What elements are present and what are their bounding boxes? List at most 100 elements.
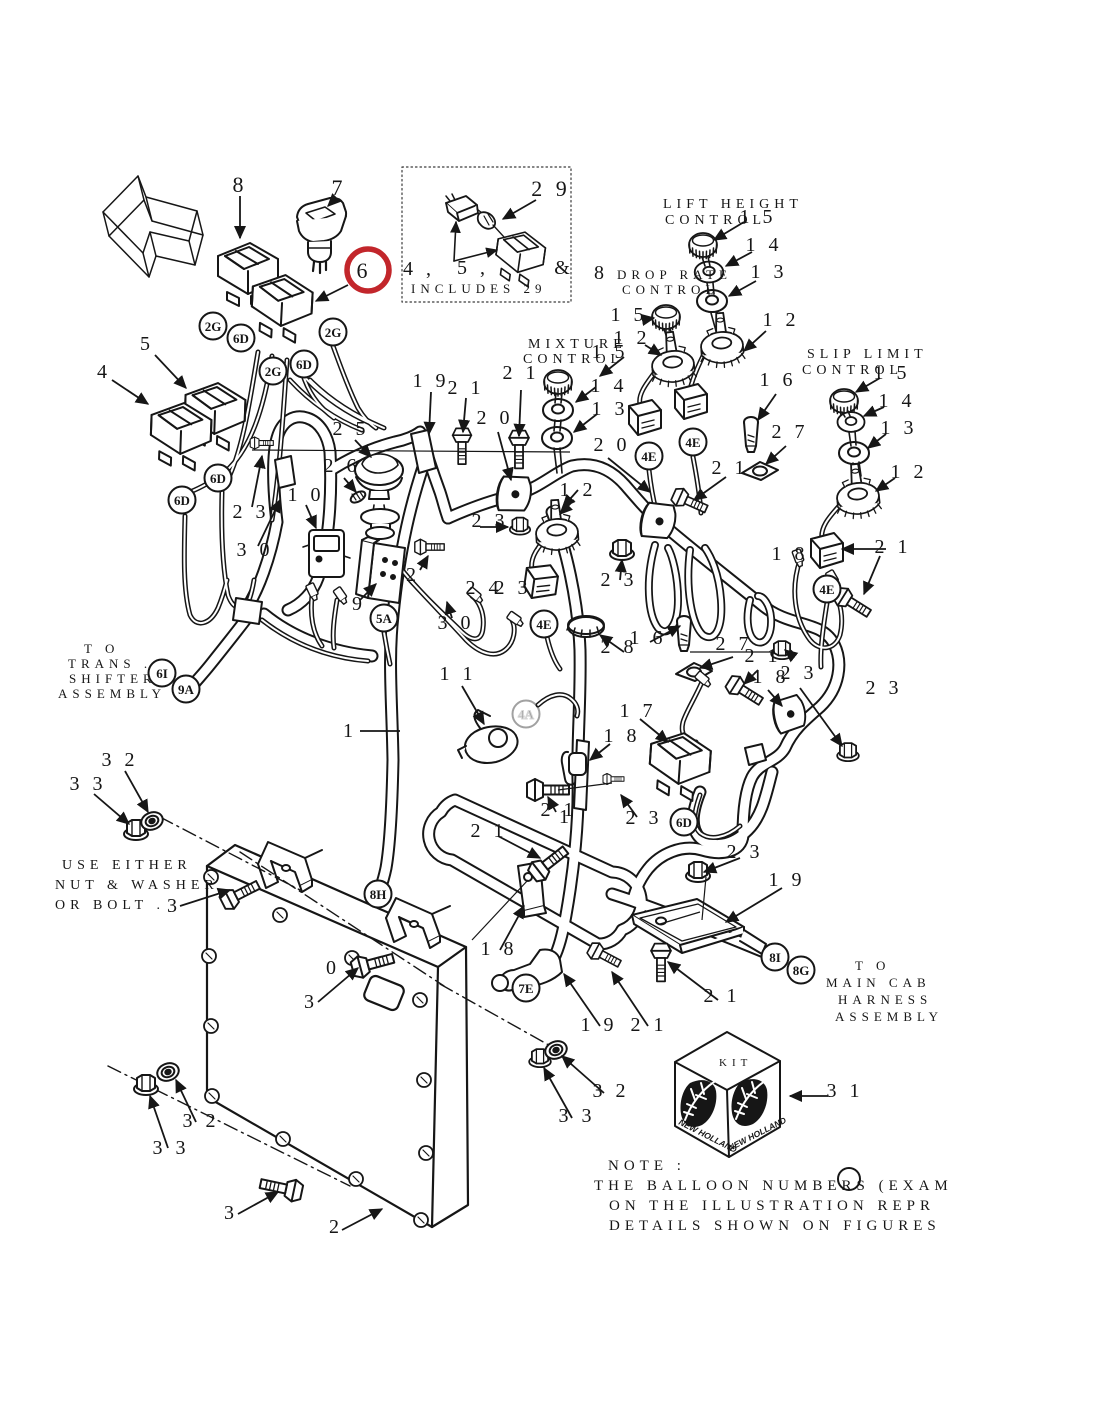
svg-text:3 0: 3 0 <box>438 612 475 634</box>
svg-text:1: 1 <box>559 806 573 828</box>
svg-text:NOTE :: NOTE : <box>608 1158 686 1174</box>
svg-text:SHIFTER: SHIFTER <box>69 671 157 686</box>
svg-text:1 3: 1 3 <box>751 261 788 283</box>
svg-text:9A: 9A <box>178 682 195 697</box>
svg-text:4E: 4E <box>536 617 551 632</box>
svg-text:1 8: 1 8 <box>604 725 641 747</box>
svg-text:2 7: 2 7 <box>716 633 753 655</box>
svg-text:4E: 4E <box>641 449 656 464</box>
svg-text:1 6: 1 6 <box>630 627 667 649</box>
svg-text:2 3: 2 3 <box>626 807 663 829</box>
svg-text:8I: 8I <box>769 950 781 965</box>
svg-text:MIXTURE: MIXTURE <box>528 337 627 352</box>
svg-text:2 1: 2 1 <box>448 377 485 399</box>
svg-text:2 1: 2 1 <box>875 536 912 558</box>
svg-text:2 1: 2 1 <box>503 362 540 384</box>
svg-text:4E: 4E <box>685 435 700 450</box>
svg-text:6D: 6D <box>174 493 190 508</box>
svg-text:5: 5 <box>140 333 154 355</box>
svg-text:1 5: 1 5 <box>592 341 629 363</box>
svg-text:4E: 4E <box>819 582 834 597</box>
svg-text:2G: 2G <box>265 364 282 379</box>
svg-text:1 4: 1 4 <box>879 390 916 412</box>
svg-text:2 3: 2 3 <box>601 569 638 591</box>
svg-text:0: 0 <box>326 957 340 979</box>
svg-text:2 1: 2 1 <box>704 985 741 1007</box>
svg-text:OR BOLT .: OR BOLT . <box>55 898 165 913</box>
svg-text:6D: 6D <box>210 471 226 486</box>
svg-text:2 0: 2 0 <box>477 407 514 429</box>
svg-text:3 2: 3 2 <box>102 749 139 771</box>
svg-text:2 1: 2 1 <box>631 1014 668 1036</box>
svg-text:KIT: KIT <box>719 1057 752 1069</box>
svg-text:1 9: 1 9 <box>581 1014 618 1036</box>
svg-text:6: 6 <box>357 258 372 283</box>
svg-text:2 3: 2 3 <box>866 677 903 699</box>
svg-text:1 2: 1 2 <box>614 327 651 349</box>
svg-text:2 1: 2 1 <box>541 799 578 821</box>
svg-text:3 3: 3 3 <box>559 1105 596 1127</box>
svg-text:MAIN CAB: MAIN CAB <box>826 975 931 990</box>
svg-text:6I: 6I <box>156 666 168 681</box>
svg-text:SLIP LIMIT: SLIP LIMIT <box>807 347 928 362</box>
svg-text:2 8: 2 8 <box>601 636 638 658</box>
svg-text:1 5: 1 5 <box>740 206 777 228</box>
svg-text:4 ,: 4 , <box>403 258 435 280</box>
svg-text:2 1: 2 1 <box>745 645 782 667</box>
svg-text:LIFT HEIGHT: LIFT HEIGHT <box>663 197 803 212</box>
svg-text:2 4: 2 4 <box>466 577 503 599</box>
svg-text:NUT & WASHER: NUT & WASHER <box>55 878 219 893</box>
svg-text:1 4: 1 4 <box>746 234 783 256</box>
svg-text:ASSEMBLY: ASSEMBLY <box>835 1009 943 1024</box>
svg-text:CONTROL: CONTROL <box>802 363 903 378</box>
svg-text:3 0: 3 0 <box>237 539 274 561</box>
svg-text:DETAILS SHOWN ON FIGURES: DETAILS SHOWN ON FIGURES <box>609 1218 941 1234</box>
svg-text:T O: T O <box>855 958 890 973</box>
svg-text:2 3: 2 3 <box>472 510 509 532</box>
svg-text:2: 2 <box>329 1216 343 1238</box>
svg-text:1 5: 1 5 <box>874 362 911 384</box>
svg-text:1 0: 1 0 <box>288 484 325 506</box>
svg-text:CONTROL: CONTROL <box>523 352 624 367</box>
svg-text:2 7: 2 7 <box>772 421 809 443</box>
svg-text:1 6: 1 6 <box>760 369 797 391</box>
svg-text:7: 7 <box>332 175 347 200</box>
svg-text:CONTROL: CONTROL <box>622 282 718 297</box>
svg-text:5 ,: 5 , <box>457 257 489 279</box>
svg-text:&: & <box>554 257 574 279</box>
svg-text:3 2: 3 2 <box>183 1110 220 1132</box>
svg-text:1 1: 1 1 <box>440 663 477 685</box>
svg-text:3: 3 <box>167 895 181 917</box>
svg-text:5A: 5A <box>376 611 393 626</box>
svg-text:2G: 2G <box>325 325 342 340</box>
svg-text:3: 3 <box>304 991 318 1013</box>
svg-text:2 3: 2 3 <box>727 841 764 863</box>
svg-text:USE EITHER: USE EITHER <box>62 858 192 873</box>
svg-text:HARNESS: HARNESS <box>838 992 932 1007</box>
svg-text:3 3: 3 3 <box>153 1137 190 1159</box>
svg-text:2 1: 2 1 <box>471 820 508 842</box>
svg-text:2 9: 2 9 <box>531 176 571 201</box>
svg-text:1: 1 <box>343 720 357 742</box>
svg-text:INCLUDES 29: INCLUDES 29 <box>411 281 547 296</box>
svg-text:ON THE ILLUSTRATION REPR: ON THE ILLUSTRATION REPR <box>609 1198 935 1214</box>
svg-text:1 7: 1 7 <box>620 700 657 722</box>
svg-text:6D: 6D <box>233 331 249 346</box>
svg-text:1 8: 1 8 <box>481 938 518 960</box>
svg-text:4: 4 <box>97 361 111 383</box>
svg-text:1 3: 1 3 <box>592 398 629 420</box>
svg-text:1 8: 1 8 <box>772 543 809 565</box>
svg-text:9: 9 <box>352 593 366 615</box>
svg-text:8G: 8G <box>793 963 810 978</box>
svg-text:2 3: 2 3 <box>781 662 818 684</box>
svg-text:2 3: 2 3 <box>495 577 532 599</box>
svg-text:8H: 8H <box>370 887 387 902</box>
svg-text:2 0: 2 0 <box>594 434 631 456</box>
svg-text:2 5: 2 5 <box>333 418 370 440</box>
svg-text:8: 8 <box>594 262 608 284</box>
svg-text:CONTROL: CONTROL <box>665 213 766 228</box>
svg-text:1 5: 1 5 <box>611 304 648 326</box>
svg-text:1 2: 1 2 <box>560 479 597 501</box>
svg-text:2G: 2G <box>205 319 222 334</box>
svg-text:3: 3 <box>224 1202 238 1224</box>
